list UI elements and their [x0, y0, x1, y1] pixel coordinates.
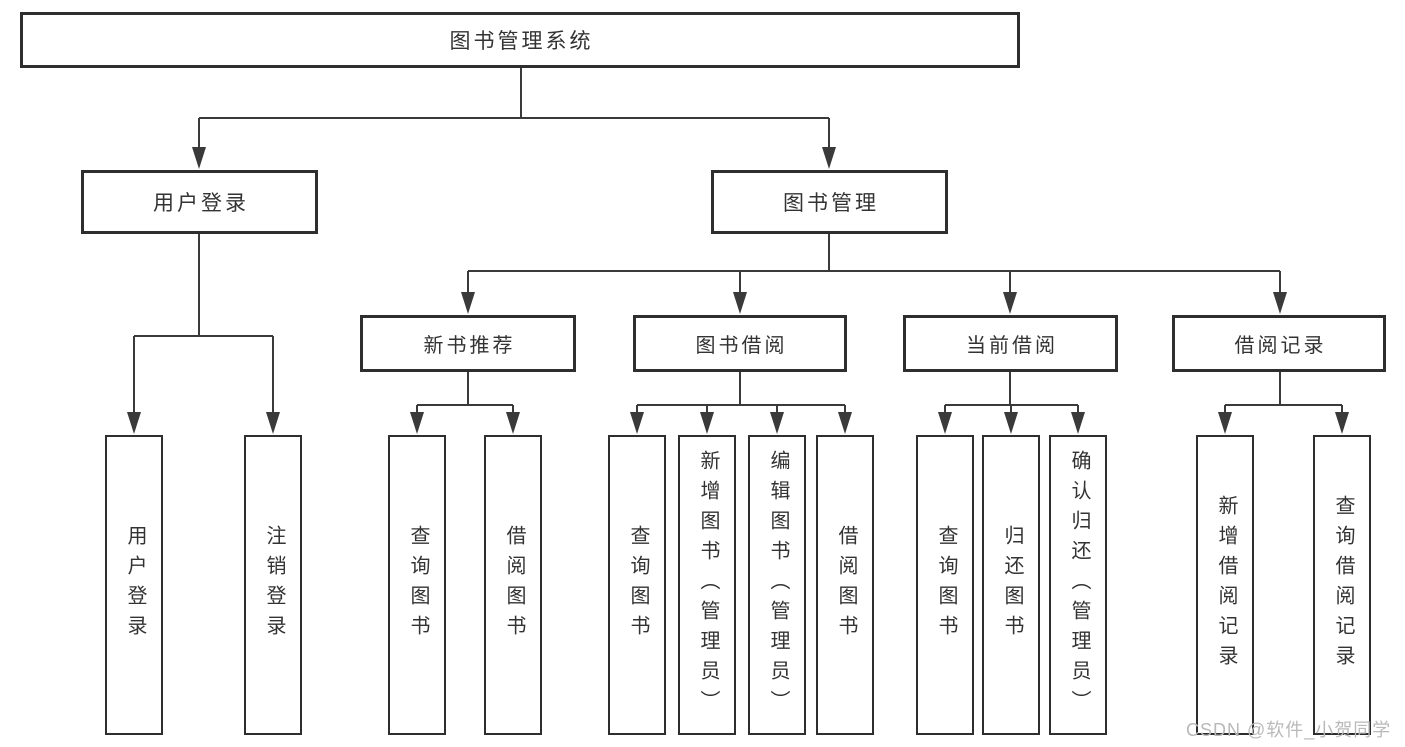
- connector-root-to-level2: [192, 68, 836, 169]
- arrowhead: [1273, 292, 1287, 314]
- connector-book-borrow-branch: [630, 372, 852, 434]
- node-leaf-borrow-books: 借阅图书: [484, 435, 542, 735]
- arrowhead: [1335, 412, 1349, 434]
- connector-book-management-branch: [461, 234, 1287, 314]
- arrowhead: [630, 412, 644, 434]
- node-leaf-search-books-2: 查询图书: [608, 435, 666, 735]
- node-borrow-records: 借阅记录: [1172, 315, 1386, 372]
- node-user-login: 用户登录: [81, 170, 318, 234]
- node-leaf-user-login: 用户登录: [105, 435, 163, 735]
- connector-current-borrow-branch: [938, 372, 1085, 434]
- arrowhead: [127, 412, 141, 434]
- node-leaf-add-borrow-record: 新增借阅记录: [1196, 435, 1254, 735]
- arrowhead: [770, 412, 784, 434]
- arrowhead: [1003, 292, 1017, 314]
- arrowhead: [410, 412, 424, 434]
- node-leaf-return-books: 归还图书: [982, 435, 1040, 735]
- connector-user-login-branch: [127, 234, 280, 434]
- node-library-management-system: 图书管理系统: [20, 12, 1020, 68]
- arrowhead: [700, 412, 714, 434]
- arrowhead: [1218, 412, 1232, 434]
- connector-borrow-records-branch: [1218, 372, 1349, 434]
- arrowhead: [506, 412, 520, 434]
- node-leaf-search-books: 查询图书: [388, 435, 446, 735]
- arrowhead: [822, 147, 836, 169]
- node-leaf-edit-books-admin: 编辑图书（管理员）: [748, 435, 806, 735]
- arrowhead: [733, 292, 747, 314]
- node-leaf-add-books-admin: 新增图书（管理员）: [678, 435, 736, 735]
- node-leaf-borrow-books-2: 借阅图书: [816, 435, 874, 735]
- arrowhead: [1071, 412, 1085, 434]
- node-leaf-search-books-3: 查询图书: [916, 435, 974, 735]
- connector-new-book-branch: [410, 372, 520, 434]
- arrowhead: [1004, 412, 1018, 434]
- csdn-watermark: CSDN @软件_小贺同学: [1186, 720, 1392, 740]
- node-new-book-recommend: 新书推荐: [360, 315, 576, 372]
- arrowhead: [938, 412, 952, 434]
- arrowhead: [838, 412, 852, 434]
- arrowhead: [266, 412, 280, 434]
- arrowhead: [192, 147, 206, 169]
- node-book-management: 图书管理: [711, 170, 948, 234]
- node-book-borrow: 图书借阅: [633, 315, 847, 372]
- arrowhead: [461, 292, 475, 314]
- node-current-borrow: 当前借阅: [903, 315, 1118, 372]
- node-leaf-confirm-return-admin: 确认归还（管理员）: [1049, 435, 1107, 735]
- node-leaf-search-borrow-record: 查询借阅记录: [1313, 435, 1371, 735]
- node-leaf-logout: 注销登录: [244, 435, 302, 735]
